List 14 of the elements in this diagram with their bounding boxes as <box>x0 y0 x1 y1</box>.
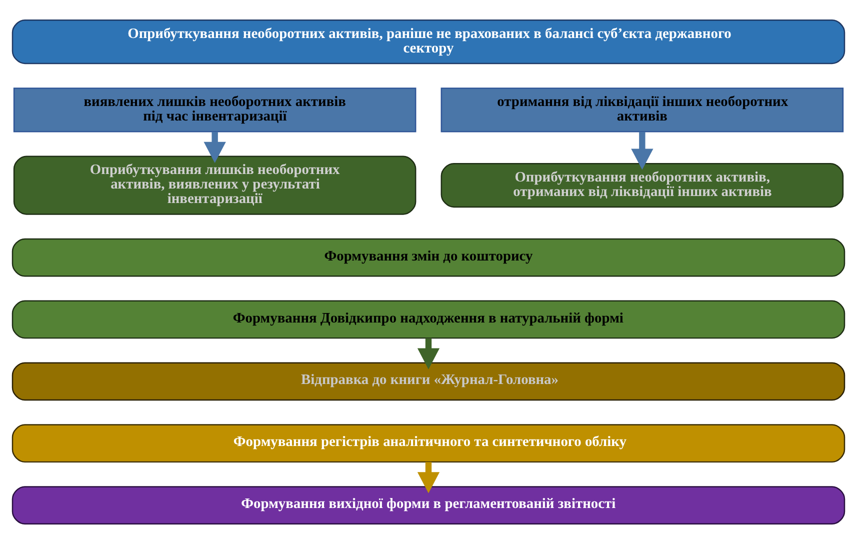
node-box: Формування змін до кошторису <box>12 238 846 277</box>
node-box: Формування Довідкипро надходження в натуральній формі <box>12 300 846 339</box>
arrow <box>204 132 226 163</box>
arrow <box>417 338 440 370</box>
arrow <box>631 132 654 170</box>
node-box: отримання від ліквідації інших необоротних активів <box>440 88 844 132</box>
node-box: виявлених лишків необоротних активів під час інвентаризації <box>13 88 416 132</box>
node-box: Оприбуткування необоротних активів, отриманих від ліквідації інших активів <box>440 163 844 208</box>
node-box: Оприбуткування лишків необоротних активів, виявлених у результаті інвентаризації <box>13 156 416 215</box>
node-box: Відправка до книги «Журнал-Головна» <box>12 362 846 401</box>
arrow <box>417 462 440 494</box>
node-box: Формування вихідної форми в регламентованій звітності <box>12 486 846 524</box>
node-box: Формування регістрів аналітичного та синтетичного обліку <box>12 424 846 463</box>
node-box: Оприбуткування необоротних активів, раніше не врахованих в балансі суб’єкта державного сектору <box>12 20 846 64</box>
